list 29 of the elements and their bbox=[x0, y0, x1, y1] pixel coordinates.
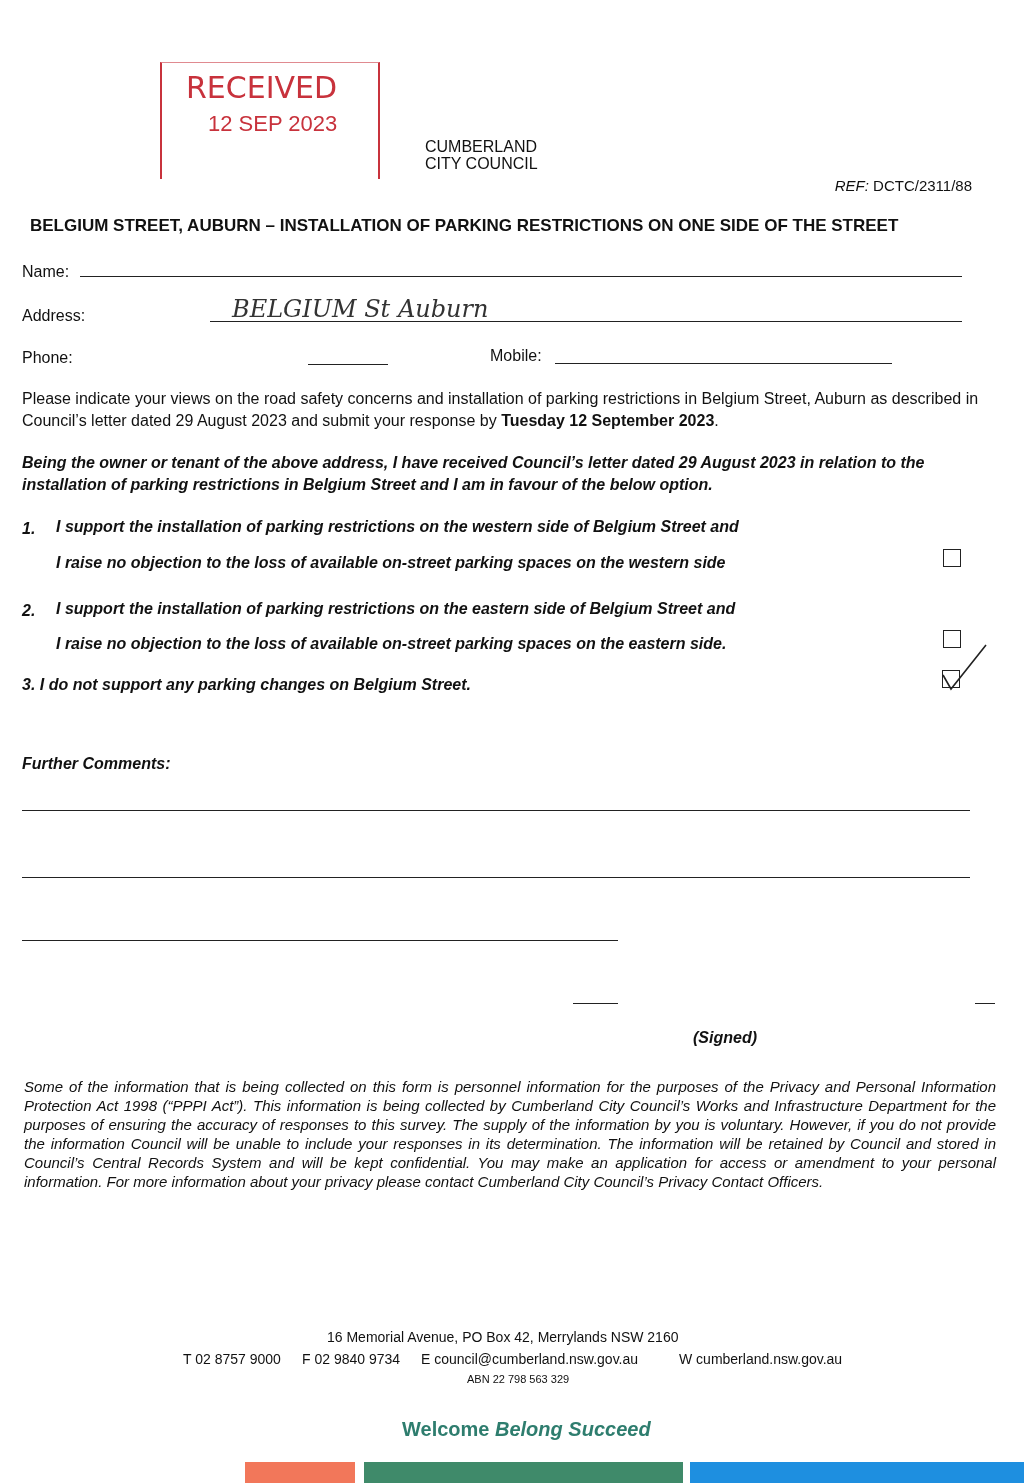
option-number: 1. bbox=[22, 519, 36, 539]
signature-label: (Signed) bbox=[693, 1028, 757, 1048]
field-label: Phone: bbox=[22, 348, 73, 368]
stamp-date: 12 SEP 2023 bbox=[208, 110, 338, 138]
field-label: Name: bbox=[22, 262, 70, 282]
fax-number: F 02 9840 9734 bbox=[302, 1350, 401, 1369]
option-text: I raise no objection to the loss of available on-street parking spaces on the western side bbox=[56, 553, 726, 573]
slogan: Welcome Belong Succeed bbox=[402, 1417, 651, 1442]
handwritten-address: BELGIUM St Auburn bbox=[232, 294, 489, 325]
option-text: 3. I do not support any parking changes on Belgium Street. bbox=[22, 675, 471, 695]
stamp-text: RECEIVED bbox=[186, 69, 338, 107]
phone-number: T 02 8757 9000 bbox=[183, 1350, 281, 1369]
option-number: 2. bbox=[22, 601, 36, 621]
email-address: E council@cumberland.nsw.gov.au bbox=[421, 1350, 639, 1369]
abn-number: ABN 22 798 563 329 bbox=[467, 1372, 570, 1387]
postal-address: 16 Memorial Avenue, PO Box 42, Merrylands NSW 2160 bbox=[327, 1328, 679, 1347]
option-text: I raise no objection to the loss of available on-street parking spaces on the eastern side. bbox=[56, 634, 727, 654]
website-address: W cumberland.nsw.gov.au bbox=[679, 1350, 843, 1369]
option-text: I support the installation of parking restrictions on the eastern side of Belgium Street and bbox=[56, 599, 736, 619]
instruction-paragraph: Please indicate your views on the road safety concerns and installation of parking restrictions in Belgium Street, Auburn as described in Council’s letter dated 29 August 2023 and submit your response by Tuesday 12 September 2023. bbox=[22, 389, 980, 432]
reference-number: REF: DCTC/2311/88 bbox=[833, 176, 972, 196]
privacy-notice: Some of the information that is being collected on this form is personnel information for the purposes of the Privacy and Personal Information Protection Act 1998 (“PPPI Act”). This information is being collected by Cumberland City Council’s Works and Infrastructure Department for the purposes of ensuring the accuracy of responses to this survey. The supply of the information by you is voluntary. However, if you do not provide the information Council will be unable to include your responses in its determination. The information will be retained by Council and stored in Council’s Central Records System and will be kept confidential. You may make an application for access or amendment to your personal information. For more information about your privacy please contact Cumberland City Council’s Privacy Contact Officers. bbox=[24, 1077, 996, 1192]
form-title: BELGIUM STREET, AUBURN – INSTALLATION OF PARKING RESTRICTIONS ON ONE SIDE OF THE STREET bbox=[30, 216, 900, 236]
section-heading: Further Comments: bbox=[22, 754, 171, 774]
organisation-name: CUMBERLAND CITY COUNCIL bbox=[425, 139, 539, 173]
field-label: Mobile: bbox=[490, 346, 542, 366]
field-label: Address: bbox=[22, 306, 86, 326]
option-text: I support the installation of parking restrictions on the western side of Belgium Street and bbox=[56, 517, 739, 537]
declaration-paragraph: Being the owner or tenant of the above address, I have received Council’s letter dated 29 August 2023 in relation to the installation of parking restrictions in Belgium Street and I am in favour of the below option. bbox=[22, 453, 926, 496]
